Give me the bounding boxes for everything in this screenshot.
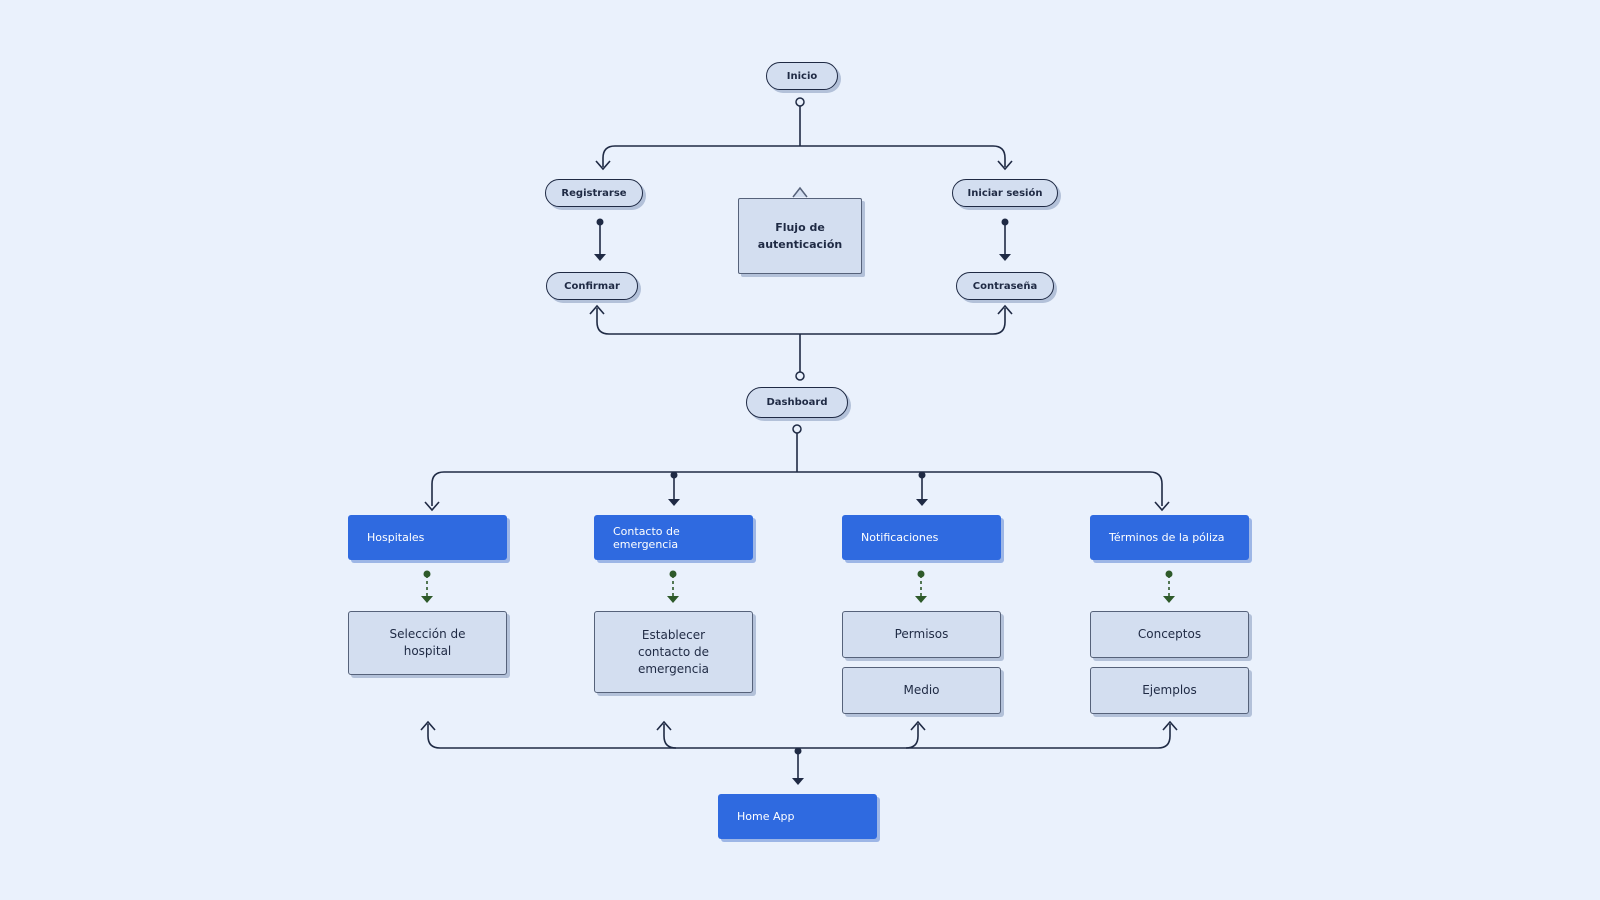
- node-notifications[interactable]: Notificaciones: [842, 515, 1001, 560]
- node-home-app[interactable]: Home App: [718, 794, 877, 839]
- node-emergency-contact[interactable]: Contacto de emergencia: [594, 515, 753, 560]
- node-examples[interactable]: Ejemplos: [1090, 667, 1249, 714]
- node-start[interactable]: Inicio: [766, 62, 838, 90]
- node-hospital-selection[interactable]: Selección de hospital: [348, 611, 507, 675]
- node-hospitals[interactable]: Hospitales: [348, 515, 507, 560]
- note-auth-flow: Flujo de autenticación: [738, 198, 862, 274]
- node-dashboard[interactable]: Dashboard: [746, 387, 848, 418]
- node-login[interactable]: Iniciar sesión: [952, 179, 1058, 207]
- node-permissions[interactable]: Permisos: [842, 611, 1001, 658]
- node-password[interactable]: Contraseña: [956, 272, 1054, 300]
- node-concepts[interactable]: Conceptos: [1090, 611, 1249, 658]
- node-register[interactable]: Registrarse: [545, 179, 643, 207]
- node-medium[interactable]: Medio: [842, 667, 1001, 714]
- node-confirm[interactable]: Confirmar: [546, 272, 638, 300]
- node-policy-terms[interactable]: Términos de la póliza: [1090, 515, 1249, 560]
- node-set-emergency-contact[interactable]: Establecer contacto de emergencia: [594, 611, 753, 693]
